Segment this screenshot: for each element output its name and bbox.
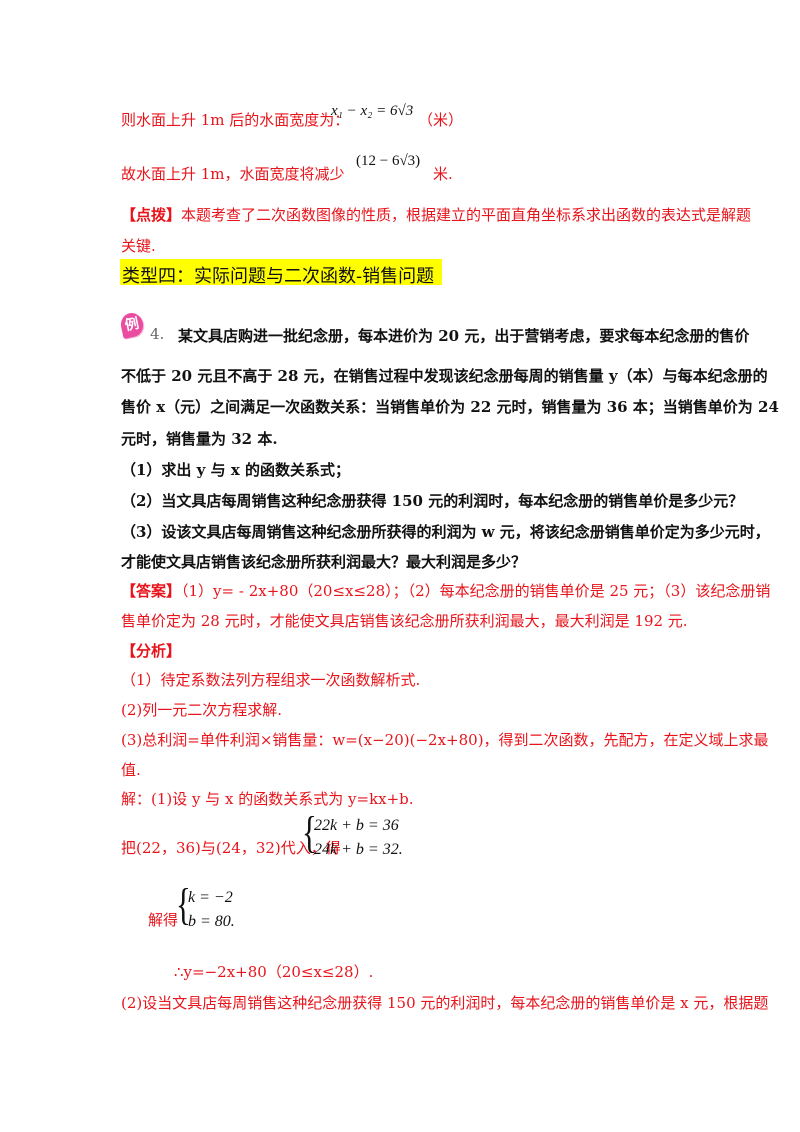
dianbo-text-2: 关键.	[121, 237, 156, 255]
dianbo-label: 【点拨】	[121, 206, 182, 224]
equation-system-2: { k = −2 b = 80.	[176, 883, 256, 937]
example-line: 不低于 20 元且不高于 28 元，在销售过程中发现该纪念册每周的销售量 y（本…	[121, 367, 768, 385]
width-unit: （米）	[418, 111, 464, 129]
section-title: 类型四：实际问题与二次函数-销售问题	[122, 266, 435, 287]
answer-text-2: 售单价定为 28 元时，才能使文具店销售该纪念册所获利润最大，最大利润是 192…	[121, 612, 688, 630]
brace-icon: {	[302, 808, 317, 857]
solution-line-1: 解：(1)设 y 与 x 的函数关系式为 y=kx+b.	[121, 790, 414, 808]
example-badge-icon: 例	[118, 310, 146, 340]
section-title-highlight	[120, 259, 442, 285]
brace-icon: {	[176, 880, 191, 929]
example-question-3: （3）设该文具店每周销售这种纪念册所获得的利润为 w 元，将该纪念册销售单价定为…	[121, 523, 770, 541]
example-line: 某文具店购进一批纪念册，每本进价为 20 元，出于营销考虑，要求每本纪念册的售价	[178, 327, 750, 345]
example-number: 4.	[150, 325, 165, 343]
example-question-3-cont: 才能使文具店销售该纪念册所获利润最大？最大利润是多少？	[121, 553, 527, 571]
analysis-line: (2)列一元二次方程求解.	[121, 701, 283, 719]
example-question-1: （1）求出 y 与 x 的函数关系式；	[121, 461, 350, 479]
analysis-line: （1）待定系数法列方程组求一次函数解析式.	[121, 671, 421, 689]
width-formula: x₁ − x₂ = 6√3	[331, 103, 414, 119]
width-statement-text: 则水面上升 1m 后的水面宽度为：	[121, 111, 350, 129]
answer-line-1: 【答案】（1）y= - 2x+80（20≤x≤28）；（2）每本纪念册的销售单价…	[121, 580, 770, 601]
reduction-unit: 米.	[433, 165, 453, 183]
example-line: 售价 x（元）之间满足一次函数关系：当销售单价为 22 元时，销售量为 36 本…	[121, 398, 779, 416]
dianbo-line-1: 【点拨】本题考查了二次函数图像的性质，根据建立的平面直角坐标系求出函数的表达式是…	[121, 204, 751, 225]
substitute-text: 把(22，36)与(24，32)代入，得	[121, 839, 341, 857]
answer-label: 【答案】	[121, 582, 182, 600]
answer-text-1: （1）y= - 2x+80（20≤x≤28）；（2）每本纪念册的销售单价是 25…	[181, 582, 771, 600]
equation-row: 24k + b = 32.	[314, 841, 403, 858]
analysis-label: 【分析】	[121, 642, 182, 660]
width-statement: 则水面上升 1m 后的水面宽度为：	[121, 109, 349, 130]
analysis-line: 值.	[121, 761, 141, 779]
part2-line: (2)设当文具店每周销售这种纪念册获得 150 元的利润时，每本纪念册的销售单价…	[121, 994, 769, 1012]
equation-row: b = 80.	[188, 913, 235, 930]
example-line: 元时，销售量为 32 本.	[121, 430, 278, 448]
example-question-2: （2）当文具店每周销售这种纪念册获得 150 元的利润时，每本纪念册的销售单价是…	[121, 492, 744, 510]
equation-system-1: { 22k + b = 36 24k + b = 32.	[302, 811, 422, 865]
equation-row: k = −2	[188, 889, 233, 906]
reduction-statement: 故水面上升 1m，水面宽度将减少	[121, 165, 345, 183]
dianbo-text-1: 本题考查了二次函数图像的性质，根据建立的平面直角坐标系求出函数的表达式是解题	[181, 206, 752, 224]
reduction-formula: (12 − 6√3)	[356, 153, 421, 169]
result-line: ∴y=−2x+80（20≤x≤28）.	[174, 963, 374, 981]
solve-text: 解得	[148, 911, 179, 929]
analysis-line: (3)总利润=单件利润×销售量：w=(x−20)(−2x+80)，得到二次函数，…	[121, 731, 769, 749]
equation-row: 22k + b = 36	[314, 817, 399, 834]
